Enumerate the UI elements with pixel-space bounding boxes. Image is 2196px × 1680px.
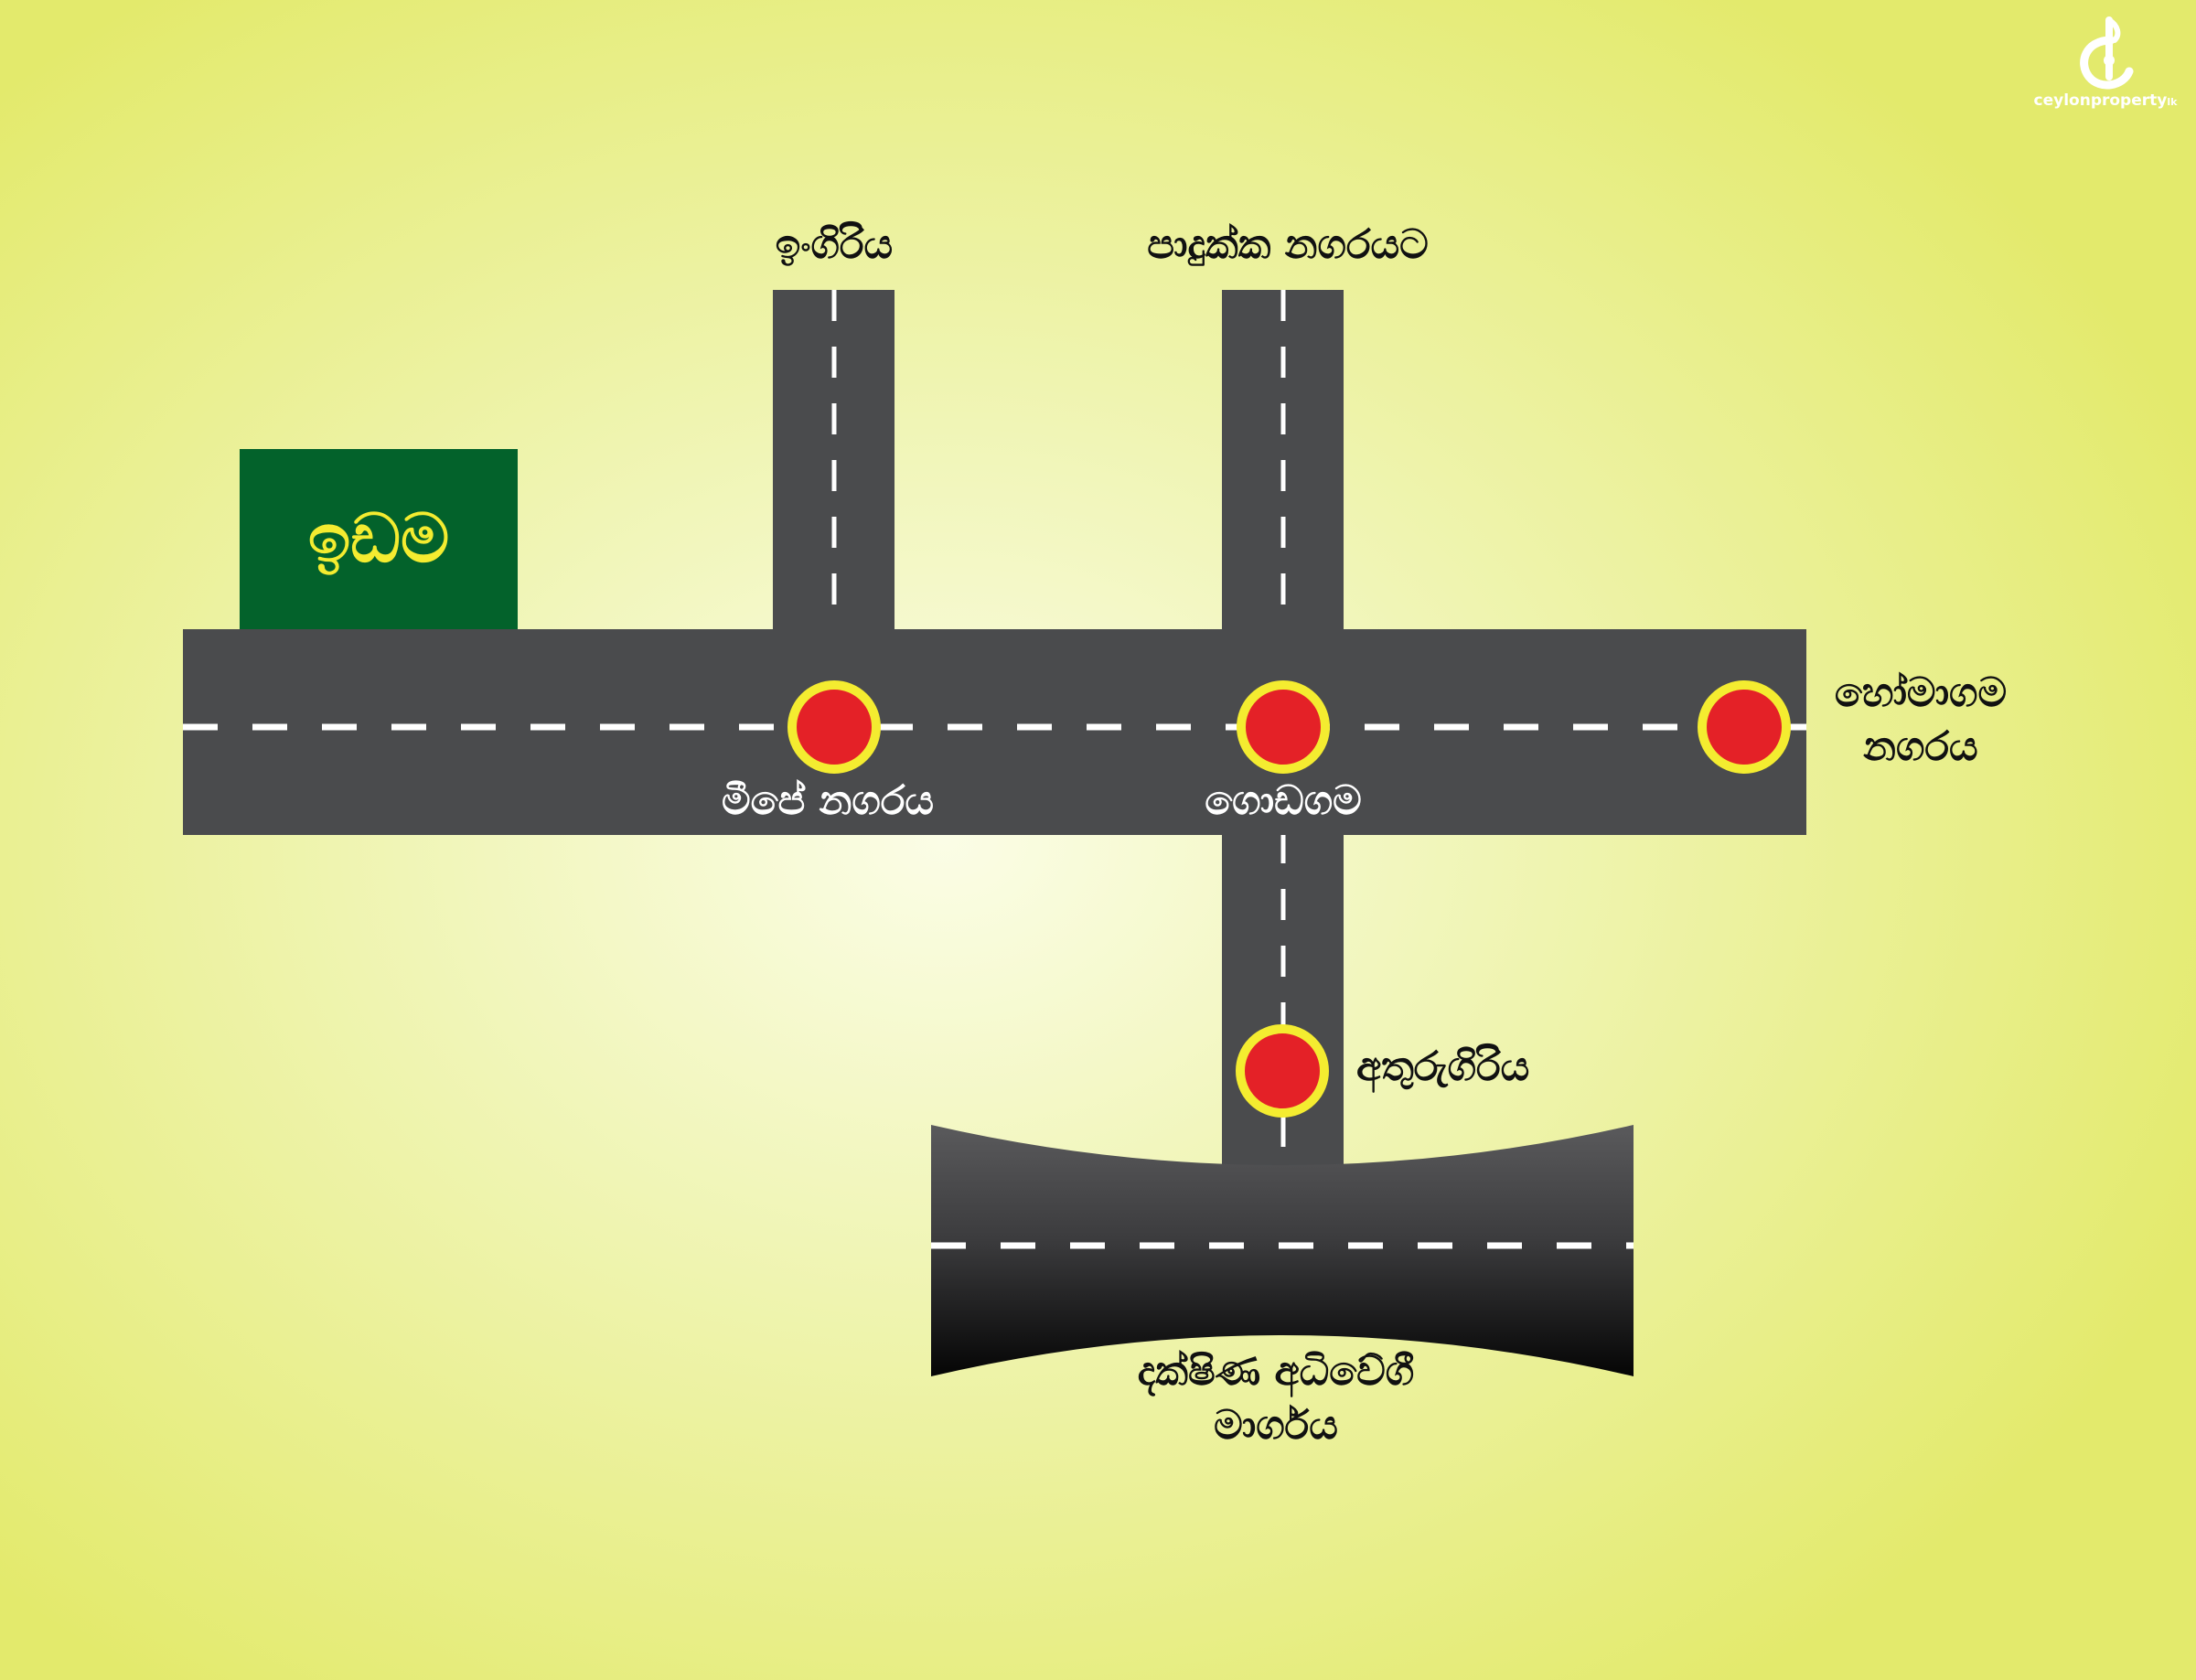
- brand-logo-icon: [2080, 16, 2134, 90]
- label-homagama: හෝමාගම නගරය: [1835, 666, 2007, 775]
- marker-athurugiriya: [1236, 1024, 1329, 1118]
- road-to-expressway: [1222, 832, 1344, 1180]
- marker-homagama: [1698, 680, 1791, 774]
- label-athurugiriya: අතුරුගිරිය: [1356, 1043, 1530, 1090]
- southern-expressway: [931, 1125, 1634, 1376]
- label-expressway: දක්ෂිණ අධිවේගී මාර්ගය: [1138, 1344, 1415, 1453]
- label-padukka: පාදුක්ක නගරයට: [1147, 221, 1429, 268]
- main-road: [183, 629, 1806, 835]
- label-ingiriya: ඉංගිරිය: [775, 221, 894, 268]
- label-expressway-line2: මාර්ගය: [1214, 1402, 1338, 1450]
- road-to-ingiriya: [773, 290, 894, 630]
- label-meepe: මීපේ නගරය: [721, 777, 935, 824]
- land-plot-label: ඉඩම: [307, 499, 450, 578]
- road-to-padukka: [1222, 290, 1344, 630]
- marker-godagama: [1237, 680, 1330, 774]
- label-homagama-line1: හෝමාගම: [1834, 669, 2008, 716]
- label-homagama-line2: නගරය: [1863, 723, 1978, 771]
- label-expressway-line1: දක්ෂිණ අධිවේගී: [1137, 1348, 1415, 1395]
- label-godagama: ගොඩගම: [1205, 777, 1362, 824]
- brand-name: ceylonpropertylk: [2033, 91, 2178, 110]
- land-plot: ඉඩම: [240, 449, 518, 629]
- marker-meepe: [787, 680, 881, 774]
